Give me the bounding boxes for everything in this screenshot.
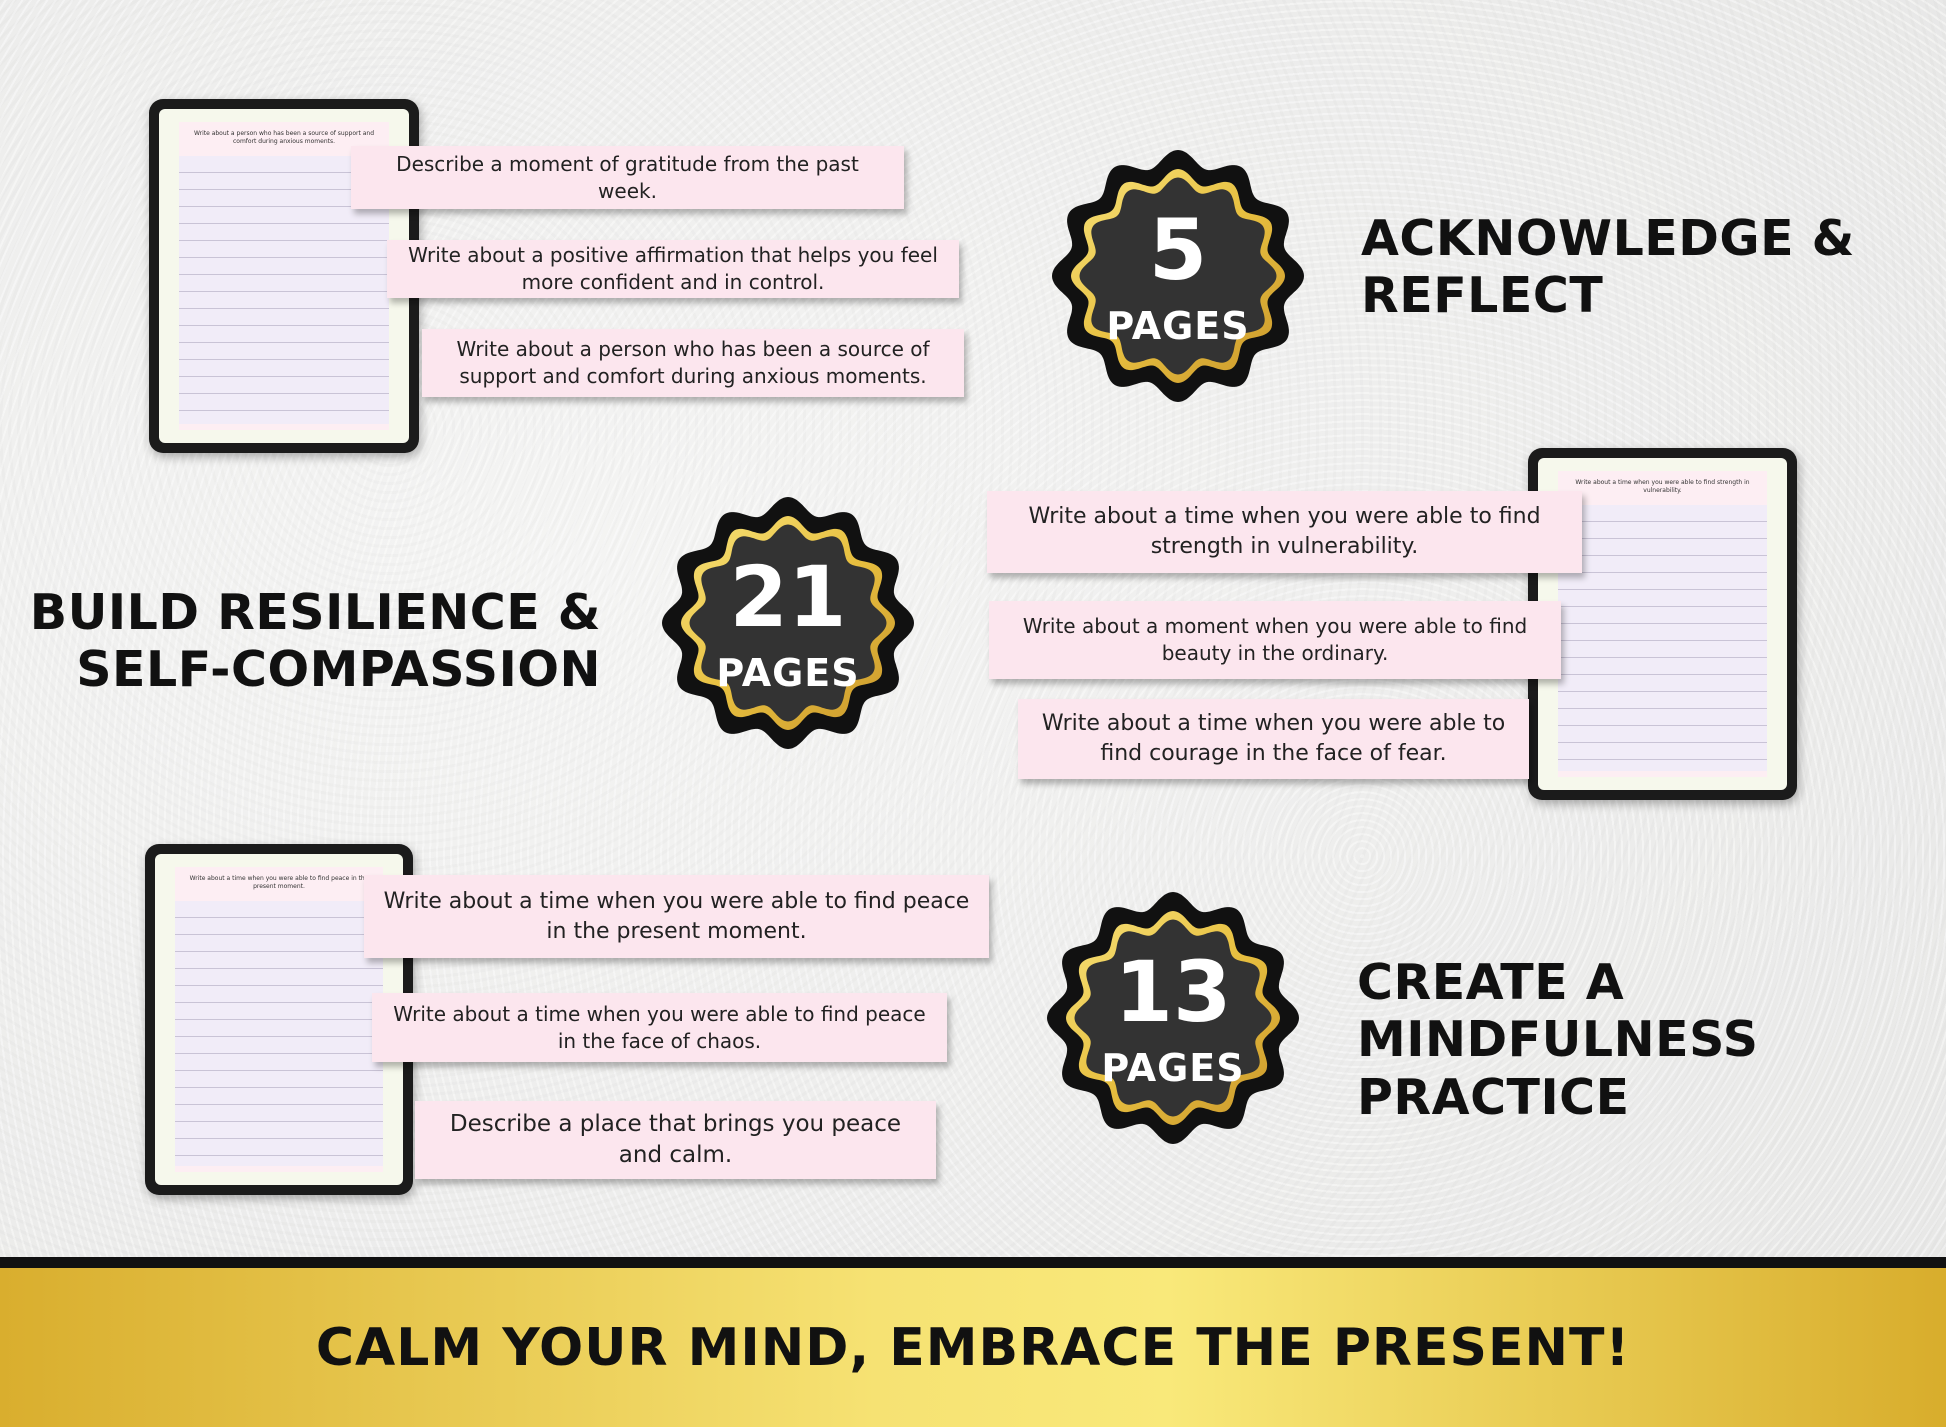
heading-line: BUILD RESILIENCE & (29, 584, 601, 641)
prompt-card: Describe a moment of gratitude from the … (351, 146, 904, 209)
heading-line: SELF-COMPASSION (76, 641, 601, 699)
pages-badge: 13 PAGES (1043, 888, 1303, 1148)
section-heading: BUILD RESILIENCE & SELF-COMPASSION (30, 584, 601, 699)
journal-page: Write about a time when you were able to… (1557, 471, 1768, 777)
footer-banner: CALM YOUR MIND, EMBRACE THE PRESENT! (0, 1268, 1946, 1427)
page-prompt: Write about a time when you were able to… (1575, 479, 1750, 495)
page-count-label: PAGES (716, 651, 860, 695)
seal-badge-icon (662, 497, 914, 749)
prompt-card: Write about a moment when you were able … (989, 601, 1561, 679)
page-count: 5 (1148, 201, 1208, 299)
heading-line: PRACTICE (1357, 1068, 1630, 1126)
page-prompt: Write about a person who has been a sour… (193, 130, 375, 146)
page-count: 13 (1114, 943, 1232, 1041)
seal-badge-icon (1052, 150, 1304, 402)
tablet-mockup-3: Write about a time when you were able to… (145, 844, 413, 1195)
prompt-card: Write about a time when you were able to… (364, 875, 989, 958)
footer-tagline: CALM YOUR MIND, EMBRACE THE PRESENT! (315, 1317, 1631, 1378)
section-heading: ACKNOWLEDGE & REFLECT (1361, 210, 1855, 325)
page-count: 21 (729, 548, 847, 646)
page-count-label: PAGES (1101, 1046, 1245, 1090)
prompt-card: Describe a place that brings you peace a… (415, 1101, 936, 1179)
pages-badge: 5 PAGES (1048, 146, 1308, 406)
page-prompt: Write about a time when you were able to… (189, 875, 369, 891)
page-count-label: PAGES (1106, 304, 1250, 348)
prompt-card: Write about a time when you were able to… (372, 993, 947, 1062)
heading-line: MINDFULNESS (1357, 1011, 1759, 1069)
journal-page: Write about a time when you were able to… (174, 867, 384, 1172)
heading-line: ACKNOWLEDGE & (1361, 210, 1855, 267)
pages-badge: 21 PAGES (658, 493, 918, 753)
heading-line: REFLECT (1361, 267, 1604, 325)
section-heading: CREATE A MINDFULNESS PRACTICE (1357, 954, 1759, 1126)
heading-line: CREATE A (1357, 954, 1625, 1011)
footer-divider (0, 1257, 1946, 1268)
prompt-card: Write about a time when you were able to… (1018, 699, 1529, 779)
prompt-card: Write about a time when you were able to… (987, 491, 1582, 573)
prompt-card: Write about a person who has been a sour… (422, 329, 964, 397)
prompt-card: Write about a positive affirmation that … (387, 240, 959, 298)
seal-badge-icon (1047, 892, 1299, 1144)
